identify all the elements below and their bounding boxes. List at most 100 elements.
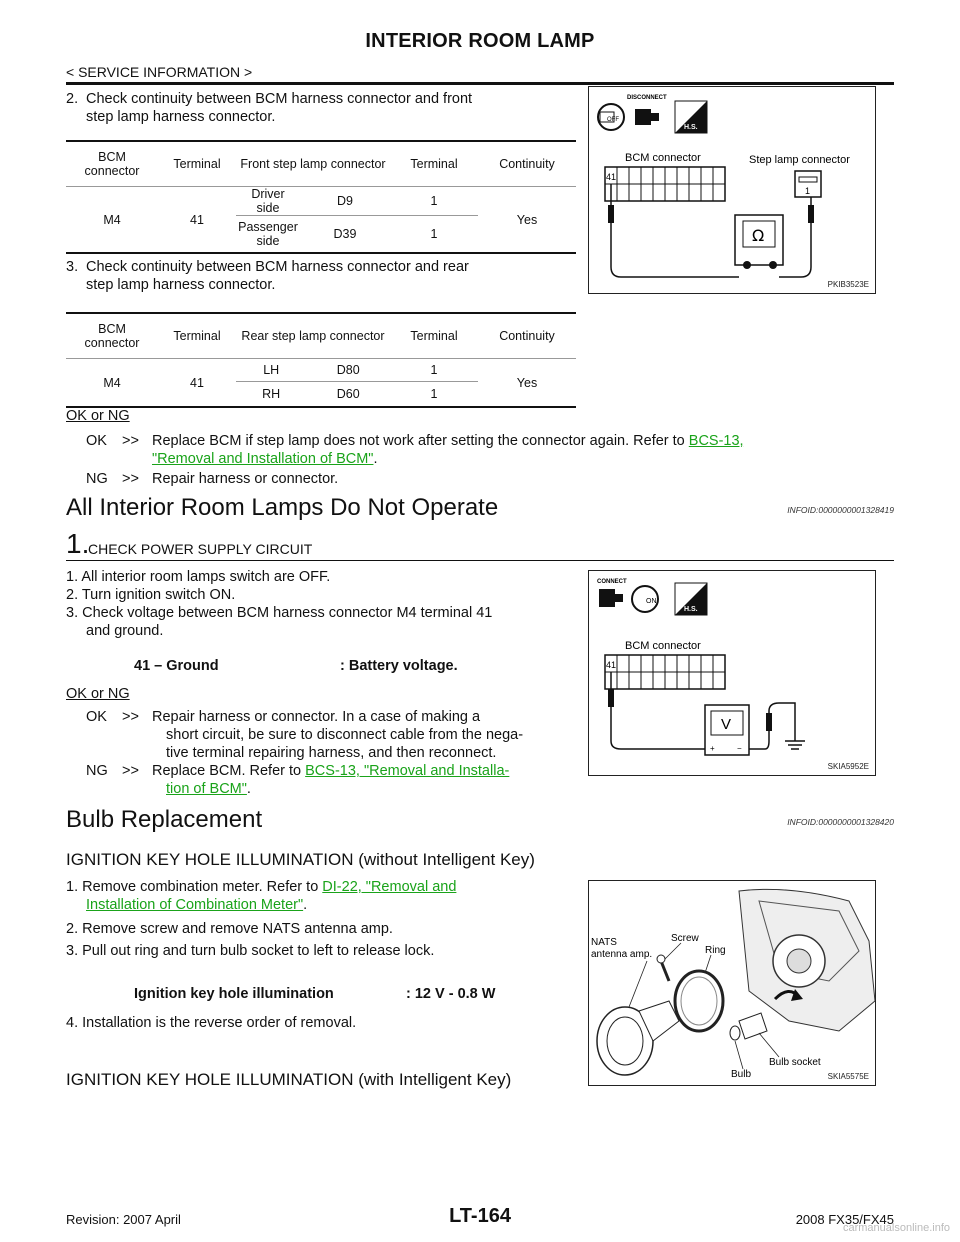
harness-symbol-icon: H.S.	[674, 582, 708, 616]
minus-terminal: −	[737, 744, 742, 753]
figure-id: PKIB3523E	[827, 280, 869, 289]
ok-text: Repair harness or connector. In a case o…	[152, 709, 481, 725]
punct: .	[373, 451, 378, 467]
check-step-number: 1.	[66, 528, 90, 559]
section-heading: Bulb Replacement	[66, 806, 263, 833]
ref-link-bcs13[interactable]: BCS-13, "Removal and Installa-	[305, 763, 510, 779]
arrow: >>	[122, 471, 139, 487]
label-ring: Ring	[705, 945, 726, 956]
info-id: INFOID:0000000001328419	[787, 505, 894, 515]
bulb-step-2: 2. Remove screw and remove NATS antenna …	[66, 921, 393, 937]
ok-key: OK	[86, 709, 107, 725]
ref-link-di22[interactable]: DI-22, "Removal and	[322, 879, 457, 895]
subsection-heading: IGNITION KEY HOLE ILLUMINATION (with Int…	[66, 1070, 512, 1089]
connect-label: CONNECT	[597, 579, 627, 585]
col-continuity: Continuity	[478, 313, 576, 359]
off-label: OFF	[607, 117, 619, 123]
ignition-on-icon: ON	[631, 585, 659, 613]
footer-page-number: LT-164	[449, 1205, 511, 1227]
ref-link-bcs13-title[interactable]: tion of BCM"	[166, 781, 247, 797]
step-rear-continuity: 3.Check continuity between BCM harness c…	[66, 258, 576, 294]
ignition-off-icon: OFF	[597, 103, 625, 131]
ng-result: NG>>Replace BCM. Refer to BCS-13, "Remov…	[86, 762, 586, 798]
ref-link-bcs13[interactable]: BCS-13,	[688, 433, 744, 449]
figure-id: SKIA5952E	[827, 762, 869, 771]
section-breadcrumb: < SERVICE INFORMATION >	[66, 64, 253, 80]
section-heading: All Interior Room Lamps Do Not Operate	[66, 494, 499, 521]
cell-side: LH	[236, 358, 307, 382]
cell-conn: D9	[300, 186, 390, 216]
step-lamp-connector-drawing: 1	[794, 170, 822, 198]
punct: .	[246, 781, 251, 797]
ok-text-cont: tive terminal repairing harness, and the…	[166, 745, 497, 761]
ok-or-ng-label: OK or NG	[66, 408, 130, 424]
arrow: >>	[122, 709, 139, 725]
step-text-cont: step lamp harness connector.	[86, 277, 276, 293]
bulb-step-4: 4. Installation is the reverse order of …	[66, 1015, 357, 1031]
figure-bcm-voltage-check: CONNECT ON H.S. BCM connector 41	[588, 570, 876, 776]
on-label: ON	[646, 598, 657, 605]
figure-id: SKIA5575E	[827, 1072, 869, 1081]
bcm-connector-drawing: 41	[604, 654, 726, 690]
ok-text-cont: short circuit, be sure to disconnect cab…	[166, 727, 524, 743]
cell-continuity: Yes	[478, 186, 576, 254]
nats-antenna-amp-drawing	[596, 1000, 680, 1076]
cell-bcm: M4	[66, 186, 158, 254]
ok-result: OK >> Repair harness or connector. In a ca…	[86, 708, 586, 762]
footer-model: 2008 FX35/FX45	[795, 1212, 894, 1227]
hs-label: H.S.	[684, 606, 698, 613]
step-number: 2.	[66, 91, 79, 107]
col-continuity: Continuity	[478, 141, 576, 187]
col-terminal: Terminal	[158, 313, 236, 359]
info-id: INFOID:0000000001328420	[787, 817, 894, 827]
punct: .	[303, 897, 308, 913]
step-text: Check continuity between BCM harness con…	[86, 91, 473, 107]
ohmmeter-icon: Ω	[734, 214, 784, 269]
cell-side: RH	[236, 381, 307, 408]
bulb-socket-drawing	[729, 1012, 768, 1041]
ng-text: Replace BCM. Refer to	[152, 763, 302, 779]
instr-1: 1. All interior room lamps switch are OF…	[66, 569, 331, 585]
ng-text: Repair harness or connector.	[152, 471, 339, 487]
ng-result: NG >> Repair harness or connector.	[86, 470, 338, 488]
step-text-cont: step lamp harness connector.	[86, 109, 276, 125]
connect-icon	[599, 589, 623, 607]
rear-step-continuity-table: BCM connector Terminal Rear step lamp co…	[66, 312, 576, 408]
pin-41-label: 41	[606, 660, 616, 670]
cell-continuity: Yes	[478, 358, 576, 408]
label-nats: NATS	[591, 937, 617, 948]
label-bulb: Bulb	[731, 1069, 751, 1080]
watermark: carmanualsonline.info	[842, 1222, 950, 1234]
col-front-step-connector: Front step lamp connector	[236, 141, 390, 187]
figure-step-lamp-continuity: OFF DISCONNECT H.S. BCM connector Step l…	[588, 86, 876, 294]
ng-key: NG	[86, 763, 108, 779]
step-number: 3.	[66, 259, 79, 275]
screw-drawing	[656, 954, 671, 982]
arrow: >>	[122, 433, 139, 449]
cell-term: 41	[158, 358, 236, 408]
pin-41-label: 41	[606, 172, 616, 182]
cell-term: 41	[158, 186, 236, 254]
ohm-symbol: Ω	[752, 226, 764, 245]
voltage-diagram: CONNECT ON H.S. BCM connector 41	[597, 579, 805, 756]
footer-revision: Revision: 2007 April	[66, 1212, 181, 1227]
front-step-continuity-table: BCM connector Terminal Front step lamp c…	[66, 140, 576, 254]
ring-drawing	[673, 969, 725, 1033]
label-antenna-amp: antenna amp.	[591, 949, 652, 960]
harness-symbol-icon: H.S.	[674, 100, 708, 134]
bulb-spec-value: : 12 V - 0.8 W	[406, 986, 496, 1002]
col-terminal: Terminal	[158, 141, 236, 187]
step-rule	[66, 560, 894, 561]
ref-link-di22-title[interactable]: Installation of Combination Meter"	[86, 897, 304, 913]
bcm-connector-drawing: 41	[604, 166, 726, 202]
col-bcm-connector: BCM connector	[66, 141, 158, 187]
ok-or-ng-label: OK or NG	[66, 686, 130, 702]
label-bulb-socket: Bulb socket	[769, 1057, 821, 1068]
cell-t: 1	[390, 186, 478, 216]
ref-link-bcs13-title[interactable]: "Removal and Installation of BCM"	[152, 451, 374, 467]
col-bcm-connector: BCM connector	[66, 313, 158, 359]
cell-t: 1	[390, 215, 478, 254]
ng-key: NG	[86, 471, 108, 487]
v-symbol: V	[721, 716, 731, 733]
cell-side: Driver side	[236, 186, 300, 216]
